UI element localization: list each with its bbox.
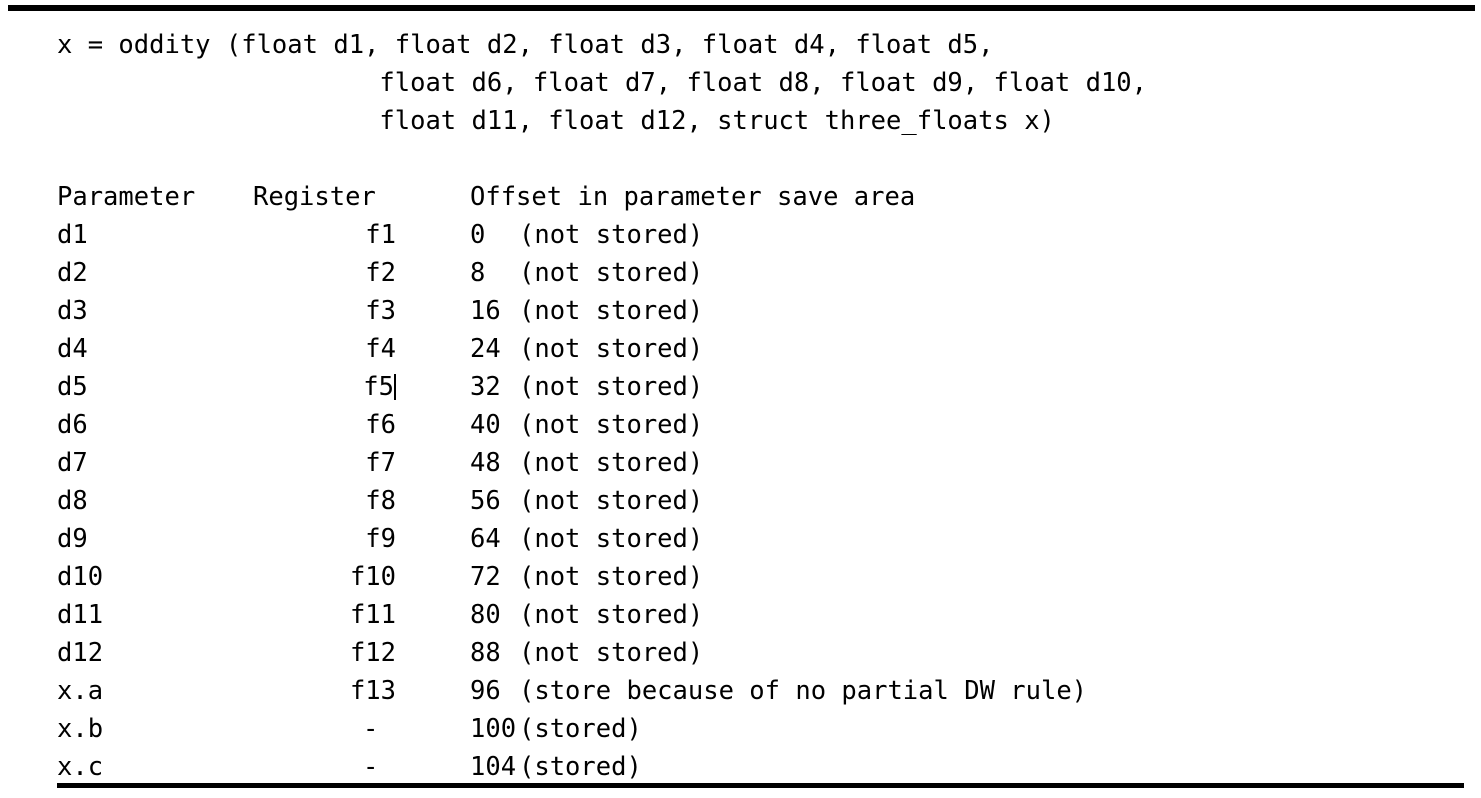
cell-offset: 96 — [470, 676, 501, 706]
cell-register: f8 — [365, 486, 396, 516]
cell-register: f2 — [365, 258, 396, 288]
cell-offset: 0 — [470, 220, 486, 250]
cell-offset: 16 — [470, 296, 501, 326]
cell-register: f5 — [253, 368, 396, 406]
cell-offset: 104 — [470, 752, 517, 782]
signature-line: float d11, float d12, struct three_float… — [57, 106, 1055, 136]
text-cursor-caret — [394, 374, 396, 400]
top-horizontal-rule — [8, 5, 1475, 11]
cell-parameter: x.a — [57, 676, 104, 706]
signature-line: float d6, float d7, float d8, float d9, … — [57, 68, 1148, 98]
column-header-register: Register — [253, 182, 376, 212]
cell-offset: 72 — [470, 562, 501, 592]
cell-note: (not stored) — [519, 486, 704, 516]
cell-parameter: d5 — [57, 372, 88, 402]
cell-register: f3 — [365, 296, 396, 326]
cell-parameter: d11 — [57, 600, 104, 630]
cell-offset: 24 — [470, 334, 501, 364]
cell-register: f11 — [349, 600, 396, 630]
cell-register: f4 — [365, 334, 396, 364]
cell-register: f1 — [365, 220, 396, 250]
cell-note: (not stored) — [519, 448, 704, 478]
cell-register: f7 — [365, 448, 396, 478]
cell-note: (stored) — [519, 752, 642, 782]
cell-note: (not stored) — [519, 524, 704, 554]
cell-note: (not stored) — [519, 220, 704, 250]
cell-offset: 88 — [470, 638, 501, 668]
cell-register: f12 — [349, 638, 396, 668]
cell-offset: 64 — [470, 524, 501, 554]
cell-parameter: d12 — [57, 638, 104, 668]
cell-note: (not stored) — [519, 372, 704, 402]
cell-offset: 32 — [470, 372, 501, 402]
cell-offset: 80 — [470, 600, 501, 630]
cell-register: f10 — [349, 562, 396, 592]
column-header-offset: Offset in parameter save area — [470, 182, 916, 212]
cell-register: f13 — [349, 676, 396, 706]
cell-note: (not stored) — [519, 638, 704, 668]
cell-parameter: d10 — [57, 562, 104, 592]
cell-register: f6 — [365, 410, 396, 440]
cell-parameter: d8 — [57, 486, 88, 516]
cell-note: (not stored) — [519, 296, 704, 326]
cell-offset: 56 — [470, 486, 501, 516]
bottom-horizontal-rule — [57, 783, 1464, 788]
cell-parameter: x.c — [57, 752, 104, 782]
signature-line: x = oddity (float d1, float d2, float d3… — [57, 30, 994, 60]
cell-register: - — [363, 714, 379, 744]
cell-offset: 48 — [470, 448, 501, 478]
cell-parameter: d7 — [57, 448, 88, 478]
cell-offset: 40 — [470, 410, 501, 440]
cell-parameter: d4 — [57, 334, 88, 364]
cell-register-text: f5 — [363, 372, 394, 402]
cell-parameter: x.b — [57, 714, 104, 744]
cell-offset: 100 — [470, 714, 517, 744]
cell-offset: 8 — [470, 258, 486, 288]
cell-parameter: d1 — [57, 220, 88, 250]
cell-parameter: d2 — [57, 258, 88, 288]
function-signature-block: x = oddity (float d1, float d2, float d3… — [57, 26, 1147, 140]
cell-note: (stored) — [519, 714, 642, 744]
cell-note: (not stored) — [519, 600, 704, 630]
cell-register: - — [363, 752, 379, 782]
cell-parameter: d9 — [57, 524, 88, 554]
cell-parameter: d6 — [57, 410, 88, 440]
cell-note: (store because of no partial DW rule) — [519, 676, 1088, 706]
cell-note: (not stored) — [519, 258, 704, 288]
cell-note: (not stored) — [519, 562, 704, 592]
cell-parameter: d3 — [57, 296, 88, 326]
column-header-parameter: Parameter — [57, 182, 196, 212]
cell-note: (not stored) — [519, 334, 704, 364]
cell-register: f9 — [365, 524, 396, 554]
cell-note: (not stored) — [519, 410, 704, 440]
